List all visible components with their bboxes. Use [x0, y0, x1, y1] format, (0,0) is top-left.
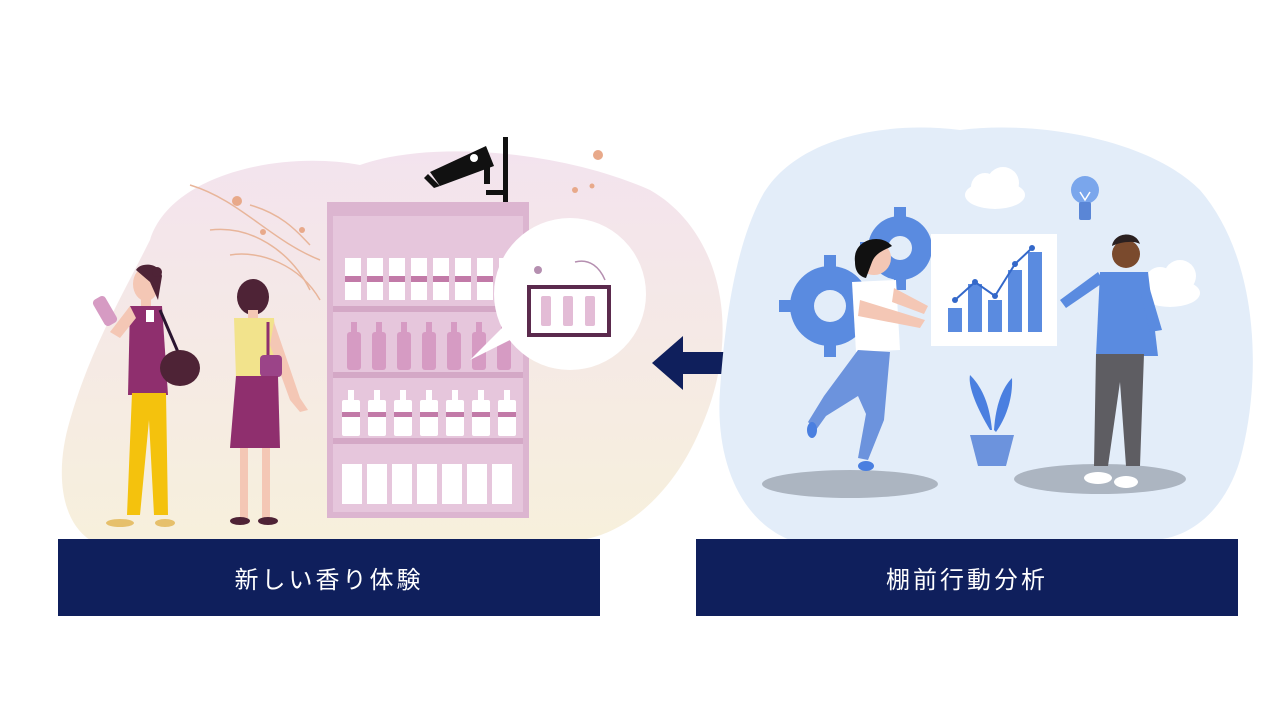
swirl-line [229, 253, 321, 301]
flower-icon [232, 150, 603, 235]
security-camera-icon [424, 137, 508, 206]
left-illustration [61, 137, 723, 540]
right-illustration [719, 127, 1253, 540]
caption-box-shelf-behavior-analysis: 棚前行動分析 [696, 539, 1238, 616]
lightbulb-icon [1071, 176, 1099, 220]
zoom-bubble [470, 218, 646, 370]
swirl-line [249, 204, 311, 246]
plant-icon [969, 375, 1014, 466]
analyst-woman [807, 239, 928, 471]
shopper-woman-yellow [230, 279, 308, 525]
caption-box-fragrance-experience: 新しい香り体験 [58, 539, 600, 616]
cloud-icon [965, 167, 1200, 307]
fragrance-shelf [327, 202, 529, 518]
chart-board [931, 234, 1057, 346]
analyst-man [1060, 234, 1162, 488]
caption-text-left: 新しい香り体験 [234, 566, 424, 594]
shopper-woman-purple [92, 264, 200, 527]
caption-text-right: 棚前行動分析 [886, 566, 1048, 594]
swirl-line [189, 184, 321, 261]
